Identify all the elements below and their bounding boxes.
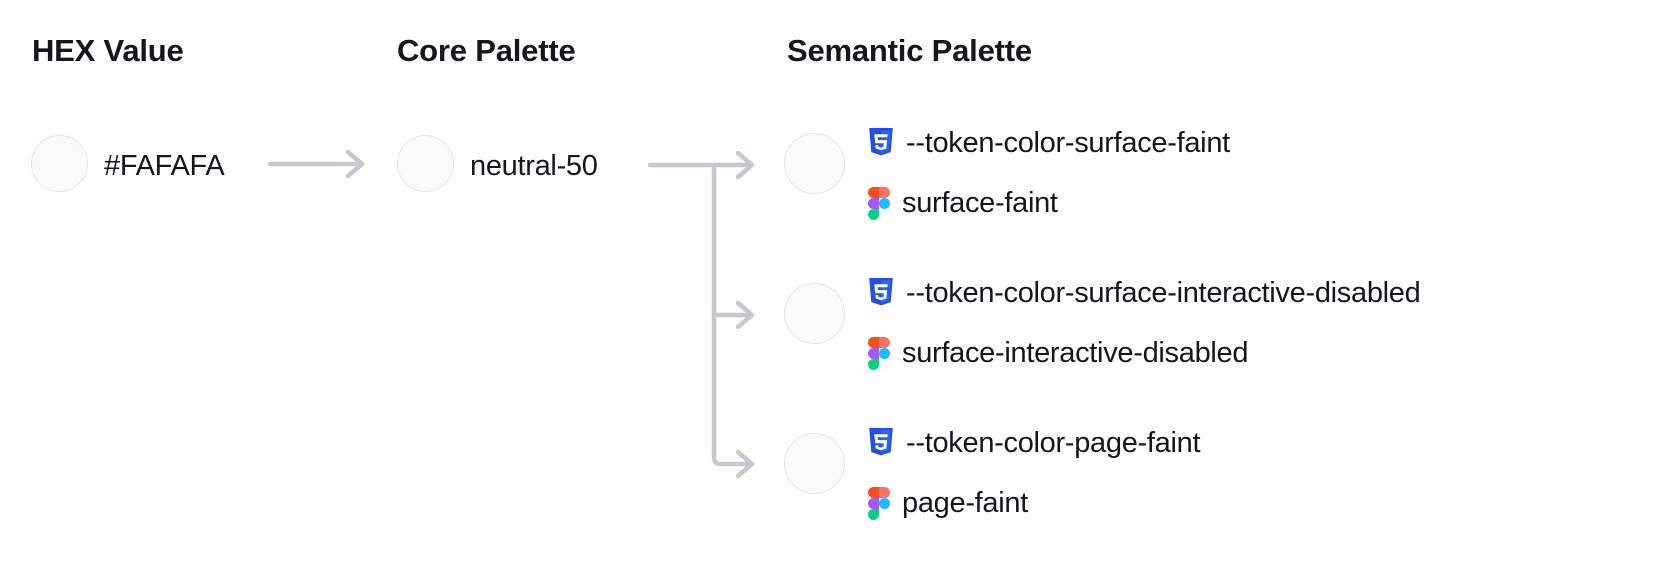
semantic-css-token-line: --token-color-page-faint	[868, 413, 1201, 473]
semantic-figma-token-text: page-faint	[902, 486, 1028, 519]
semantic-figma-token-text: surface-faint	[902, 186, 1058, 219]
core-palette-label: neutral-50	[470, 150, 598, 182]
semantic-row: --token-color-surface-faint surface-fain…	[868, 113, 1230, 233]
figma-icon	[868, 336, 890, 370]
semantic-figma-token-line: surface-interactive-disabled	[868, 323, 1420, 383]
semantic-figma-token-line: page-faint	[868, 473, 1200, 533]
figma-icon	[868, 486, 890, 520]
column-header-core-palette: Core Palette	[397, 33, 576, 68]
semantic-css-token-text: --token-color-page-faint	[906, 426, 1201, 459]
column-header-hex-value: HEX Value	[32, 33, 184, 68]
swatch-hex-value	[31, 135, 88, 192]
semantic-row: --token-color-surface-interactive-disabl…	[868, 263, 1421, 383]
swatch-semantic-1	[784, 283, 845, 344]
semantic-css-token-text: --token-color-surface-interactive-disabl…	[906, 276, 1421, 309]
swatch-semantic-0	[784, 133, 845, 194]
semantic-figma-token-text: surface-interactive-disabled	[902, 336, 1249, 369]
swatch-core-palette	[397, 135, 454, 192]
swatch-semantic-2	[784, 433, 845, 494]
semantic-figma-token-line: surface-faint	[868, 173, 1230, 233]
semantic-css-token-text: --token-color-surface-faint	[906, 126, 1230, 159]
arrow-hex-to-core-icon	[268, 149, 365, 179]
semantic-css-token-line: --token-color-surface-faint	[868, 113, 1230, 173]
figma-icon	[868, 186, 890, 220]
semantic-css-token-line: --token-color-surface-interactive-disabl…	[868, 263, 1421, 323]
arrow-core-to-semantic-branch-icon	[648, 150, 755, 479]
column-header-semantic-palette: Semantic Palette	[787, 33, 1032, 68]
semantic-row: --token-color-page-faint page-faint	[868, 413, 1201, 533]
css3-icon	[869, 278, 893, 306]
css3-icon	[869, 128, 893, 156]
hex-value-label: #FAFAFA	[104, 150, 225, 182]
css3-icon	[869, 428, 893, 456]
